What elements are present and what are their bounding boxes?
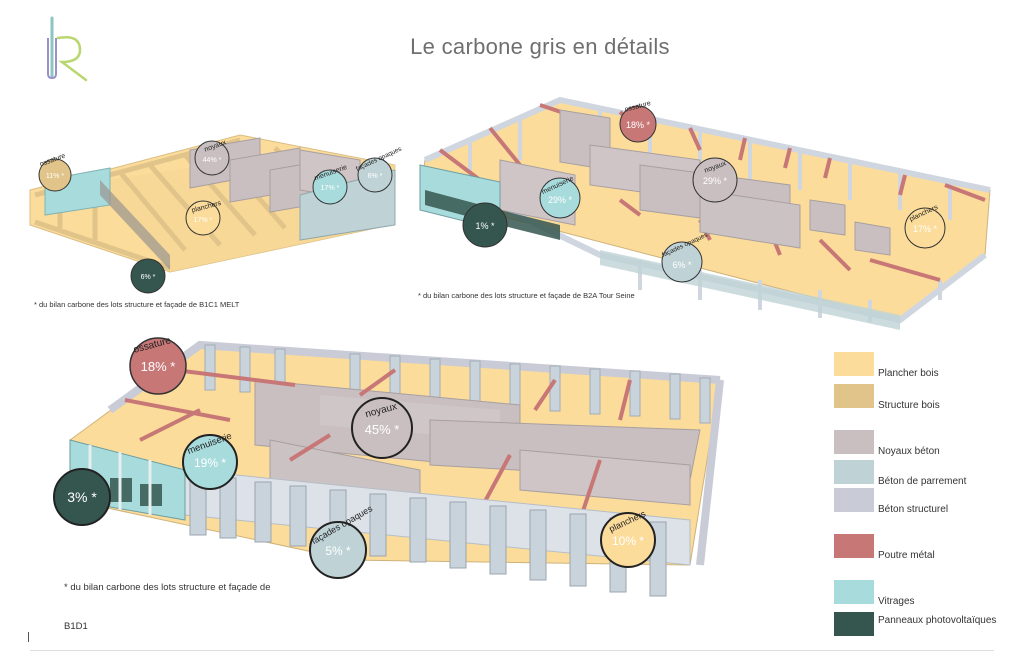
svg-text:6% *: 6% *: [141, 274, 156, 281]
company-logo: [47, 16, 88, 82]
svg-text:6% *: 6% *: [368, 173, 383, 180]
svg-text:11% *: 11% *: [46, 173, 64, 180]
legend-swatch: [834, 612, 874, 636]
legend-swatch: [834, 352, 874, 376]
svg-text:19% *: 19% *: [194, 456, 226, 470]
b1d1-callout-ossature: ossature 18% *: [129, 335, 187, 395]
svg-text:45% *: 45% *: [365, 422, 400, 437]
svg-text:5% *: 5% *: [325, 544, 351, 558]
svg-text:17% *: 17% *: [913, 224, 938, 234]
svg-text:29% *: 29% *: [703, 176, 728, 186]
b2a-callout-pv: 1% *: [462, 202, 508, 248]
svg-text:17% *: 17% *: [194, 217, 213, 224]
page-marker: [28, 632, 29, 642]
b1c1-callout-facades: façades opaques 6% *: [355, 145, 404, 193]
b1c1-callout-planchers: planchers 17% *: [185, 200, 223, 236]
b1d1-callout-menuiserie: menuiserie 19% *: [182, 431, 238, 490]
legend-item-beton-structurel: Béton structurel: [834, 488, 1024, 516]
svg-text:29% *: 29% *: [548, 195, 573, 205]
b2a-callout-planchers: planchers 17% *: [904, 204, 946, 249]
legend-item-noyaux-beton: Noyaux béton: [834, 430, 1024, 458]
b1d1-note-line1: * du bilan carbone des lots structure et…: [64, 582, 271, 593]
svg-text:3% *: 3% *: [67, 489, 97, 505]
b1d1-note-line2: B1D1: [64, 621, 88, 632]
b1c1-note: * du bilan carbone des lots structure et…: [34, 300, 240, 309]
svg-text:17% *: 17% *: [321, 185, 340, 192]
legend-swatch: [834, 460, 874, 484]
legend-swatch: [834, 580, 874, 604]
svg-text:18% *: 18% *: [626, 120, 651, 130]
svg-text:18% *: 18% *: [141, 359, 176, 374]
legend: Plancher bois Structure bois Noyaux béto…: [834, 352, 1014, 652]
legend-item-panneaux-pv: Panneaux photovoltaïques: [834, 612, 1024, 640]
svg-text:44% *: 44% *: [203, 157, 222, 164]
b2a-callout-ossature: ossature 18% *: [619, 100, 657, 143]
legend-item-beton-parement: Béton de parrement: [834, 460, 1024, 488]
page-title: Le carbone gris en détails: [410, 34, 670, 59]
legend-swatch: [834, 488, 874, 512]
b1c1-callout-ossature: ossature 11% *: [38, 153, 72, 192]
legend-item-structure-bois: Structure bois: [834, 384, 1024, 412]
svg-text:6% *: 6% *: [672, 260, 692, 270]
b1d1-callout-noyaux: noyaux 45% *: [351, 397, 413, 459]
legend-item-poutre-metal: Poutre métal: [834, 534, 1024, 562]
bottom-divider: [30, 650, 994, 651]
b1c1-callout-pv: 6% *: [130, 258, 166, 294]
legend-item-vitrages: Vitrages: [834, 580, 1024, 608]
b1c1-callout-noyaux: noyaux 44% *: [194, 139, 230, 176]
legend-swatch: [834, 384, 874, 408]
svg-text:1% *: 1% *: [475, 221, 495, 231]
legend-swatch: [834, 534, 874, 558]
legend-item-plancher-bois: Plancher bois: [834, 352, 1024, 380]
b1d1-callout-pv: 3% *: [53, 468, 111, 526]
b2a-callout-noyaux: noyaux 29% *: [692, 157, 738, 203]
svg-text:10% *: 10% *: [612, 534, 644, 548]
b2a-note: * du bilan carbone des lots structure et…: [418, 291, 635, 300]
legend-swatch: [834, 430, 874, 454]
